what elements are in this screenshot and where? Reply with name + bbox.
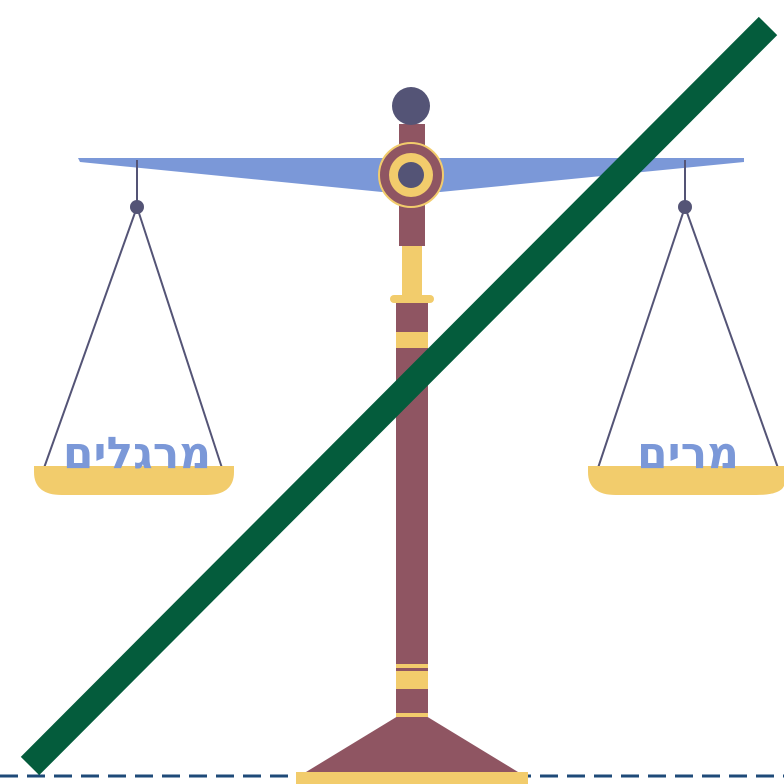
scale-base bbox=[306, 716, 518, 772]
beam-hub-center bbox=[398, 162, 424, 188]
right-pan-label: מרים bbox=[637, 432, 739, 476]
pillar-neck bbox=[402, 246, 422, 296]
pillar-collar bbox=[390, 295, 434, 303]
top-knob bbox=[392, 87, 430, 125]
pillar-band-upper bbox=[396, 332, 428, 348]
pillar-band-bottom bbox=[396, 713, 428, 717]
pillar-band-lower bbox=[396, 671, 428, 689]
pillar-band-lower-thin bbox=[396, 664, 428, 668]
scale-base-plate bbox=[296, 772, 528, 784]
left-pan-label: מרגלים bbox=[63, 432, 211, 476]
